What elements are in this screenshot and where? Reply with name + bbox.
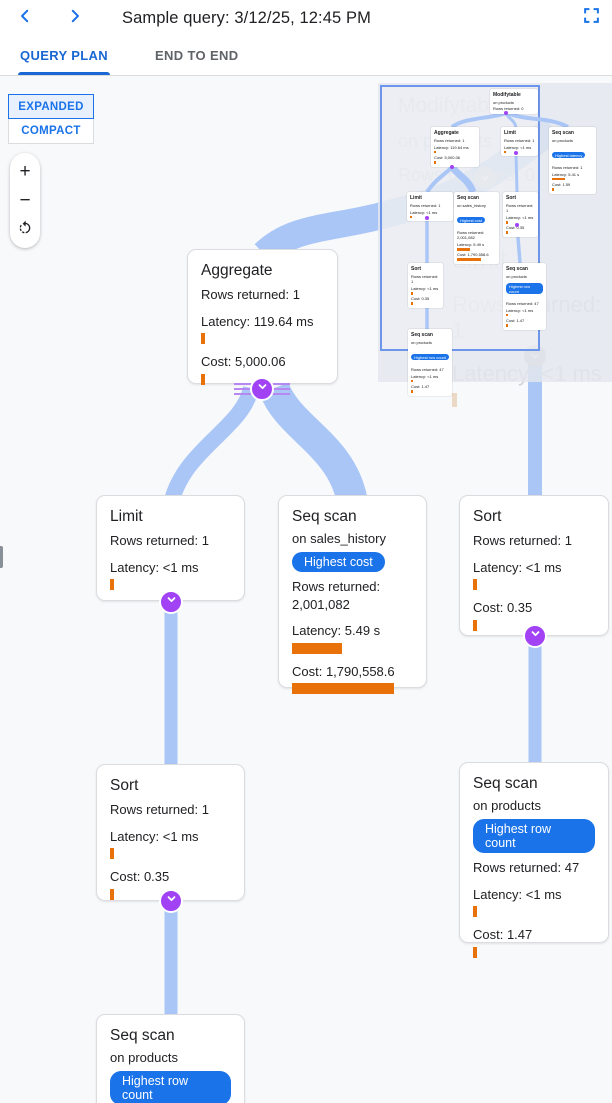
highest-row-count-badge: Highest row count <box>473 819 595 853</box>
minimap-badge: Highest latency <box>552 152 586 159</box>
expanded-button[interactable]: EXPANDED <box>8 94 94 119</box>
collapse-limit-button[interactable] <box>159 590 183 614</box>
next-sample-button[interactable] <box>62 5 88 31</box>
fullscreen-button[interactable] <box>578 5 604 31</box>
reset-zoom-button[interactable] <box>13 218 37 242</box>
node-title: Seq scan <box>473 775 538 792</box>
latency: Latency: 5.49 s <box>292 623 381 639</box>
rows-returned: Rows returned: 1 <box>473 533 572 548</box>
chevron-left-icon <box>16 7 34 30</box>
cost: Cost: 0.35 <box>110 869 170 885</box>
tab-query-plan[interactable]: QUERY PLAN <box>18 36 111 75</box>
minimap-badge: Highest row count <box>506 283 543 295</box>
node-title: Sort <box>473 508 502 525</box>
chevron-down-circle-icon <box>529 627 542 645</box>
zoom-out-button[interactable]: − <box>19 190 31 211</box>
latency-bar <box>110 848 114 860</box>
minimap-badge: Highest row count <box>411 354 449 361</box>
zoom-in-button[interactable]: + <box>19 160 31 182</box>
rows-returned: Rows returned: 1 <box>110 802 209 817</box>
minimap-collapse-dot <box>515 223 519 227</box>
minimap-collapse-dot <box>514 151 518 155</box>
cost: Cost: 0.35 <box>473 600 533 616</box>
tab-end-to-end[interactable]: END TO END <box>155 48 239 63</box>
minimap-collapse-dot <box>504 111 508 115</box>
collapse-sort-right-button[interactable] <box>523 624 547 648</box>
previous-sample-button[interactable] <box>12 5 38 31</box>
plan-canvas[interactable]: Modifytable on products Rows returned: 0… <box>0 76 612 1103</box>
cost: Cost: 1.47 <box>473 927 533 943</box>
fullscreen-icon <box>583 7 600 29</box>
table-name: on products <box>110 1050 178 1065</box>
rows-returned: Rows returned: 1 <box>110 533 209 548</box>
cost-bar <box>473 946 477 958</box>
plan-node-seq-scan-sales-history[interactable]: Seq scan on sales_history Highest cost R… <box>278 495 427 695</box>
cost-bar <box>201 373 205 385</box>
plan-node-sort-left[interactable]: Sort Rows returned: 1 Latency: <1 ms Cos… <box>96 764 245 901</box>
collapse-sort-left-button[interactable] <box>159 889 183 913</box>
plan-node-sort-right[interactable]: Sort Rows returned: 1 Latency: <1 ms Cos… <box>459 495 609 636</box>
rows-returned: Rows returned: 2,001,082 <box>292 579 381 612</box>
highest-cost-badge: Highest cost <box>292 552 385 572</box>
node-title: Seq scan <box>110 1027 175 1044</box>
rows-returned: Rows returned: 47 <box>473 860 580 875</box>
minimap-badge: Highest cost <box>457 217 486 224</box>
chevron-down-circle-icon <box>256 380 269 398</box>
latency: Latency: <1 ms <box>110 559 199 575</box>
compact-button[interactable]: COMPACT <box>8 119 94 144</box>
table-name: on sales_history <box>292 531 386 546</box>
cost: Cost: 5,000.06 <box>201 354 286 370</box>
latency-bar <box>201 333 205 345</box>
node-title: Sort <box>110 777 139 794</box>
node-title: Limit <box>110 508 143 525</box>
minimap-edges <box>425 111 569 329</box>
latency: Latency: 119.64 ms <box>201 313 314 329</box>
zoom-controls: + − <box>10 153 40 248</box>
latency-bar <box>292 642 342 654</box>
cost-bar <box>473 619 477 631</box>
plan-node-limit[interactable]: Limit Rows returned: 1 Latency: <1 ms <box>96 495 245 601</box>
latency-bar <box>473 906 477 918</box>
node-title: Aggregate <box>201 262 273 279</box>
highest-row-count-badge: Highest row count <box>110 1071 231 1103</box>
chevron-down-circle-icon <box>165 892 178 910</box>
ghost-latency-bar <box>452 393 457 407</box>
latency-bar <box>110 579 114 591</box>
page-title: Sample query: 3/12/25, 12:45 PM <box>122 8 371 27</box>
latency-bar <box>473 579 477 591</box>
header: Sample query: 3/12/25, 12:45 PM <box>0 0 612 36</box>
tab-bar: QUERY PLAN END TO END <box>0 36 612 76</box>
latency: Latency: <1 ms <box>473 559 562 575</box>
node-title: Seq scan <box>292 508 357 525</box>
latency: Latency: <1 ms <box>110 828 199 844</box>
collapse-aggregate-button[interactable] <box>250 377 274 401</box>
plan-node-aggregate[interactable]: Aggregate Rows returned: 1 Latency: 119.… <box>187 249 338 385</box>
rotate-left-icon <box>17 220 33 240</box>
minimap-collapse-dot <box>450 165 454 169</box>
plan-node-seq-scan-products-right[interactable]: Seq scan on products Highest row count R… <box>459 762 609 958</box>
latency: Latency: <1 ms <box>473 886 562 902</box>
table-name: on products <box>473 798 541 813</box>
plan-node-seq-scan-products-bottom[interactable]: Seq scan on products Highest row count R… <box>96 1014 245 1103</box>
rows-returned: Rows returned: 1 <box>201 287 300 302</box>
cost-bar <box>292 683 394 695</box>
minimap-collapse-dot <box>425 216 429 220</box>
view-mode-toggle: EXPANDED COMPACT <box>8 94 94 144</box>
chevron-right-icon <box>66 7 84 30</box>
cost-bar <box>110 888 114 900</box>
scrollbar-thumb[interactable] <box>0 546 3 568</box>
chevron-down-circle-icon <box>165 593 178 611</box>
cost: Cost: 1,790,558.6 <box>292 663 395 679</box>
